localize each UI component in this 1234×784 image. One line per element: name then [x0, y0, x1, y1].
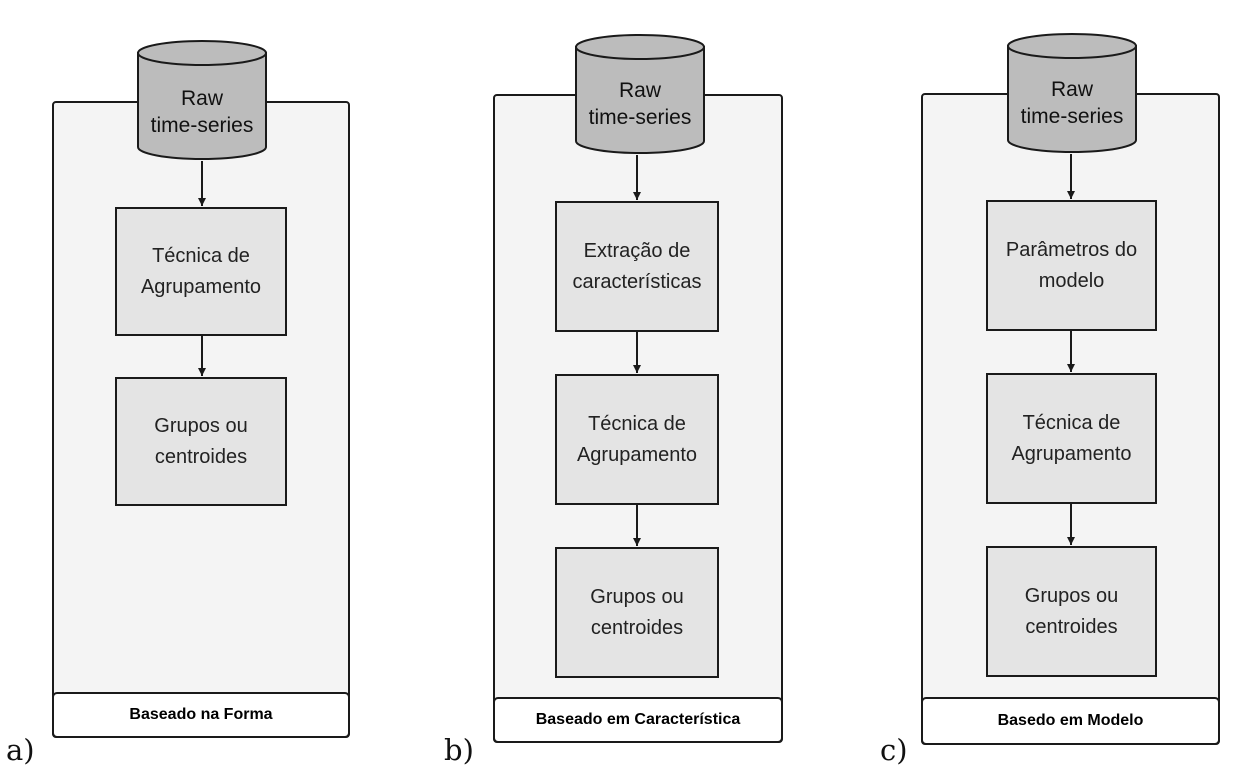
panel-b-source-line-1: Raw: [618, 79, 661, 102]
panel-b-step-1: Extração de características: [555, 201, 719, 332]
panel-c-source-cylinder: Raw time-series: [1006, 32, 1138, 154]
panel-b-step-3-line-2: centroides: [590, 616, 684, 639]
panel-a-footer: Baseado na Forma: [52, 692, 350, 738]
panel-c-step-2-line-2: Agrupamento: [1011, 442, 1132, 465]
panel-b-footer: Baseado em Característica: [493, 697, 783, 743]
panel-c-step-2: Técnica de Agrupamento: [986, 373, 1157, 504]
panel-b-step-3-line-1: Grupos ou: [590, 585, 684, 608]
panel-b-label: b): [444, 733, 474, 767]
panel-c-step-2-line-1: Técnica de: [1022, 411, 1121, 434]
panel-a-step-2: Grupos ou centroides: [115, 377, 287, 506]
panel-b-step-2: Técnica de Agrupamento: [555, 374, 719, 505]
panel-a-step-1-line-1: Técnica de: [152, 244, 250, 267]
panel-c-step-1: Parâmetros do modelo: [986, 200, 1157, 331]
panel-b-step-3: Grupos ou centroides: [555, 547, 719, 678]
panel-b-step-1-line-1: Extração de: [583, 239, 691, 262]
panel-c-step-3-line-2: centroides: [1025, 615, 1118, 638]
panel-a-source-cylinder: Raw time-series: [136, 39, 268, 161]
panel-b-step-2-line-2: Agrupamento: [576, 443, 698, 466]
panel-a-step-1-line-2: Agrupamento: [140, 275, 262, 298]
panel-a-step-2-line-2: centroides: [154, 445, 248, 468]
panel-c-step-1-line-2: modelo: [1038, 269, 1105, 292]
panel-c-source-line-2: time-series: [1020, 105, 1124, 128]
panel-a-source-line-1: Raw: [180, 87, 223, 110]
panel-c-label: c): [880, 733, 908, 767]
panel-b-source-cylinder: Raw time-series: [574, 33, 706, 155]
panel-b-step-1-line-2: características: [572, 270, 702, 293]
panel-a-step-2-line-1: Grupos ou: [154, 414, 248, 437]
panel-c-step-3: Grupos ou centroides: [986, 546, 1157, 677]
panel-c-source-line-1: Raw: [1050, 78, 1093, 101]
panel-b-step-2-line-1: Técnica de: [588, 412, 686, 435]
panel-c-footer: Basedo em Modelo: [921, 697, 1220, 745]
panel-a-step-1: Técnica de Agrupamento: [115, 207, 287, 336]
panel-c-step-3-line-1: Grupos ou: [1024, 584, 1119, 607]
panel-a-label: a): [6, 733, 35, 767]
panel-b-source-line-2: time-series: [588, 106, 692, 129]
panel-a-source-line-2: time-series: [150, 114, 254, 137]
panel-c-step-1-line-1: Parâmetros do: [1005, 238, 1138, 261]
